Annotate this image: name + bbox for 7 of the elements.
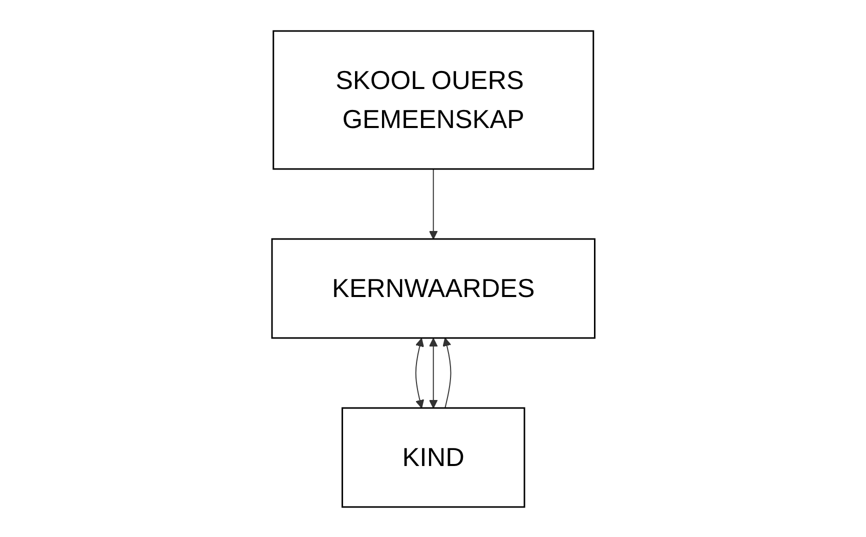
node-box: KIND <box>341 406 525 508</box>
arrow <box>428 338 438 408</box>
node-box: KERNWAARDES <box>270 238 596 338</box>
arrow <box>442 337 451 408</box>
arrow <box>428 168 438 239</box>
node-box: SKOOL OUERS GEMEENSKAP <box>272 30 594 170</box>
arrow <box>414 338 424 408</box>
